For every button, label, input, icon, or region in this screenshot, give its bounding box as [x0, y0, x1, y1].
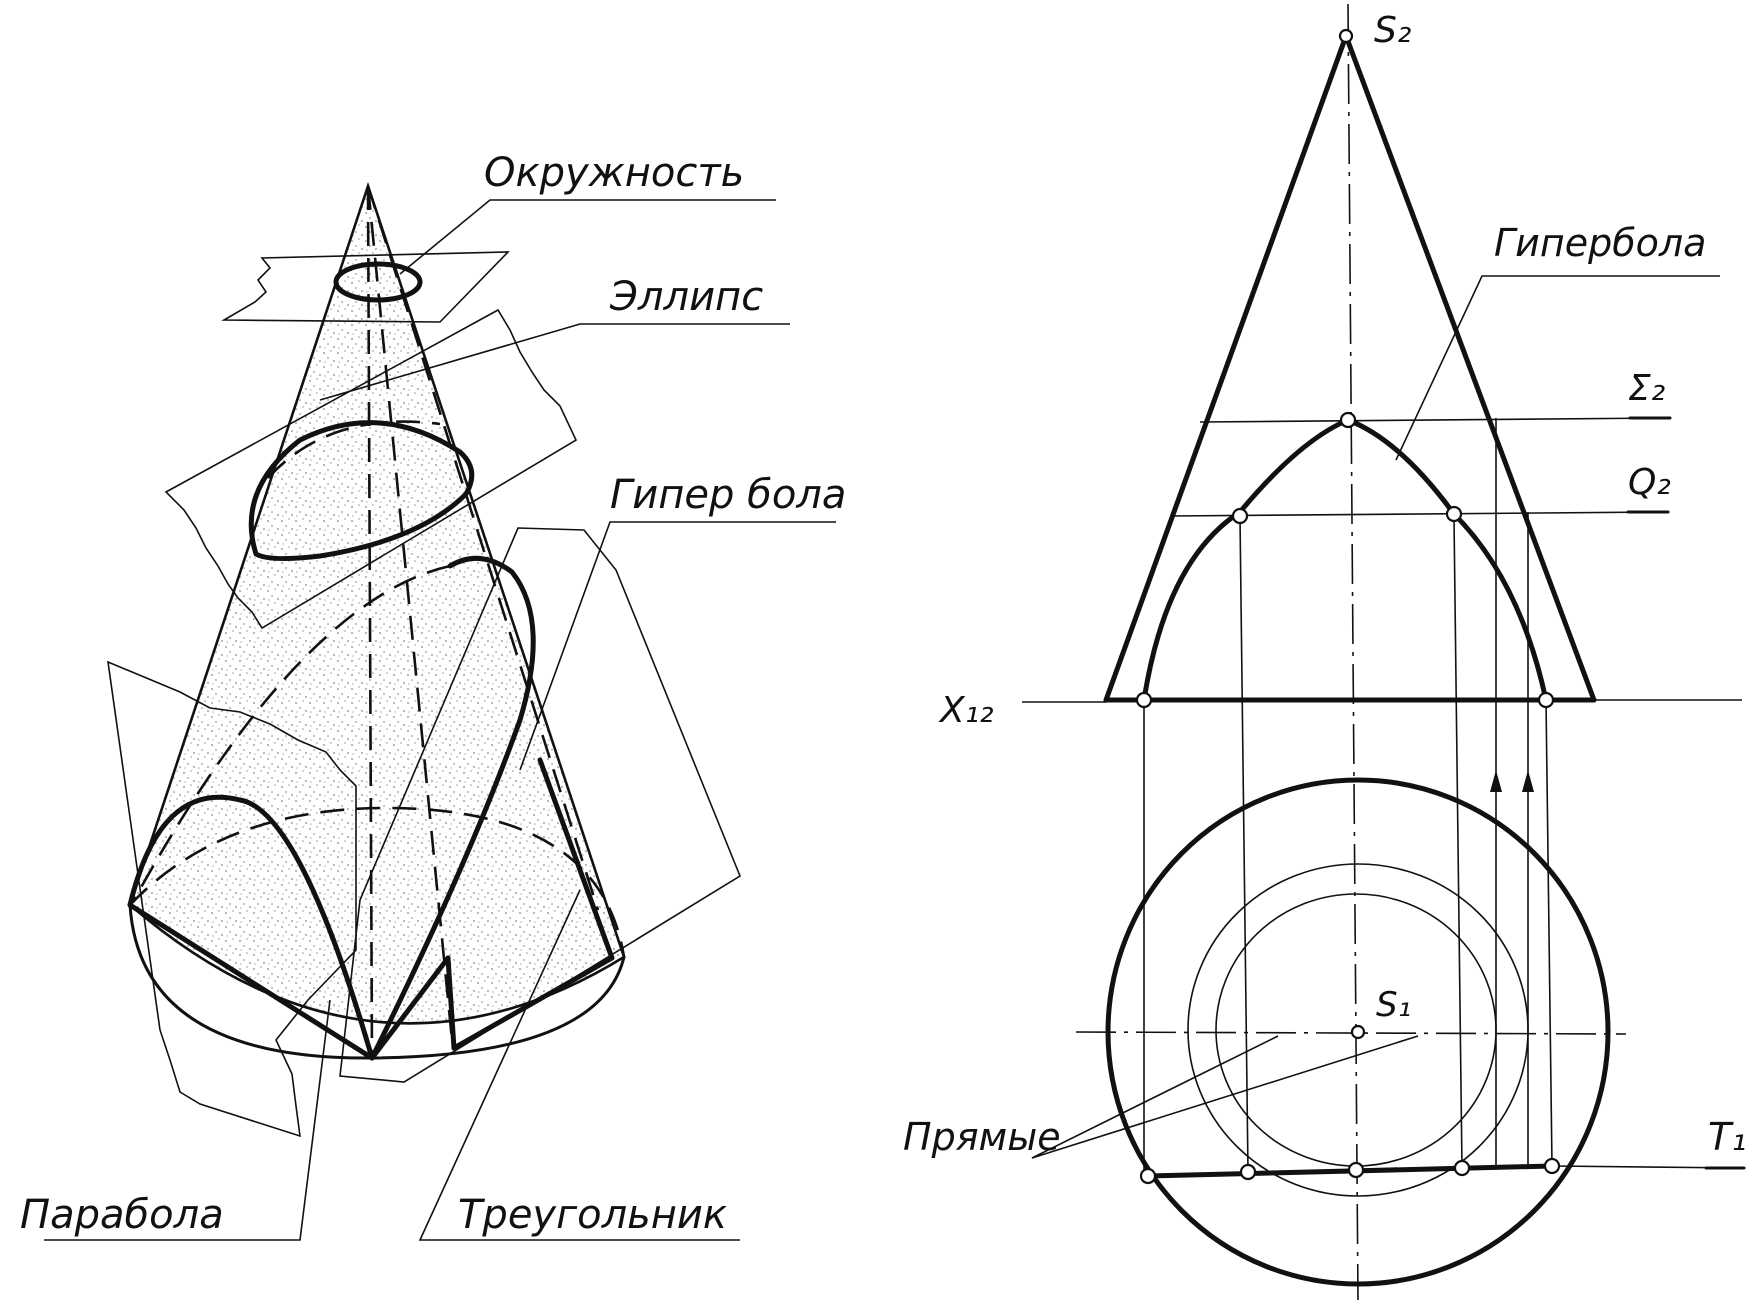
- point-s2: [1338, 28, 1354, 44]
- label-parabola: Парабола: [20, 1192, 224, 1238]
- hyperbola-leader-right: [1395, 275, 1720, 461]
- triangle-side-left: [369, 955, 451, 1061]
- point-hyperbola-left-q: [1231, 507, 1249, 525]
- triangle-side-generatrix: [537, 757, 615, 961]
- circle-section: [333, 261, 423, 303]
- parabola-section: [127, 794, 375, 1061]
- label-tau: Τ₁: [1708, 1115, 1746, 1159]
- label-hyperbola-right: Гипербола: [1494, 221, 1706, 265]
- label-q: Q₂: [1628, 462, 1671, 503]
- ellipse-section: [248, 420, 475, 562]
- circle-leader: [399, 199, 776, 275]
- parabola-chord: [127, 902, 375, 1061]
- ellipse-leader: [319, 323, 790, 401]
- hidden-generatrix-right: [366, 185, 600, 911]
- parabola-leader: [44, 999, 331, 1241]
- left-cone-figure: Окружность Эллипс Гипер бола Парабола Тр…: [20, 150, 846, 1241]
- cone-front-left: [1103, 33, 1349, 703]
- label-circle: Окружность: [484, 150, 744, 196]
- hyperbola-curve: [1141, 417, 1549, 703]
- cone-base-hidden: [129, 806, 626, 958]
- point-hyperbola-right-base: [1537, 691, 1555, 709]
- label-s2: S₂: [1374, 10, 1411, 51]
- triangle-leader: [418, 889, 740, 1241]
- point-hyperbola-top: [1339, 411, 1357, 429]
- arrow-up-2: [1522, 770, 1534, 792]
- top-cutting-plane: [221, 251, 510, 323]
- projection-line-6: [1545, 699, 1553, 1167]
- base-circle: [1105, 777, 1611, 1287]
- cone-axis: [366, 185, 374, 1059]
- label-ellipse: Эллипс: [609, 274, 763, 320]
- arrow-up-1: [1490, 770, 1502, 792]
- point-tau-2: [1239, 1163, 1257, 1181]
- point-hyperbola-right-q: [1445, 505, 1463, 523]
- hyperbola-hidden: [132, 564, 451, 901]
- label-triangle: Треугольник: [458, 1192, 727, 1238]
- right-projection-figure: X₁₂ Σ₂ Q₂ Гипербола Τ₁: [903, 3, 1746, 1301]
- plane-q-trace: [1169, 511, 1665, 517]
- cone-body: [128, 181, 626, 1025]
- triangle-side-mid: [445, 955, 457, 1051]
- point-tau-4: [1453, 1159, 1471, 1177]
- projection-line-2: [1239, 517, 1249, 1173]
- point-hyperbola-left-base: [1135, 691, 1153, 709]
- projection-line-3: [1453, 517, 1463, 1169]
- circle-q-level: [1187, 863, 1529, 1197]
- lines-leader-1: [1031, 1035, 1279, 1159]
- label-sigma: Σ₂: [1628, 368, 1665, 409]
- hyperbola-leader: [519, 521, 836, 771]
- plane-sigma-trace: [1199, 417, 1667, 423]
- label-s1: S₁: [1376, 985, 1411, 1025]
- cone-front-right: [1343, 33, 1597, 703]
- point-tau-3: [1347, 1161, 1365, 1179]
- triangle-side-right: [451, 955, 615, 1051]
- hyperbola-section: [369, 555, 536, 1061]
- vertical-axis: [1347, 3, 1359, 1301]
- point-tau-1: [1139, 1167, 1157, 1185]
- lines-leader-2: [1031, 1035, 1419, 1159]
- label-lines: Прямые: [903, 1115, 1061, 1159]
- label-hyperbola: Гипер бола: [610, 472, 846, 518]
- label-x12: X₁₂: [938, 690, 994, 731]
- point-tau-5: [1543, 1157, 1561, 1175]
- ellipse-hidden: [267, 420, 441, 479]
- point-s1: [1350, 1024, 1366, 1040]
